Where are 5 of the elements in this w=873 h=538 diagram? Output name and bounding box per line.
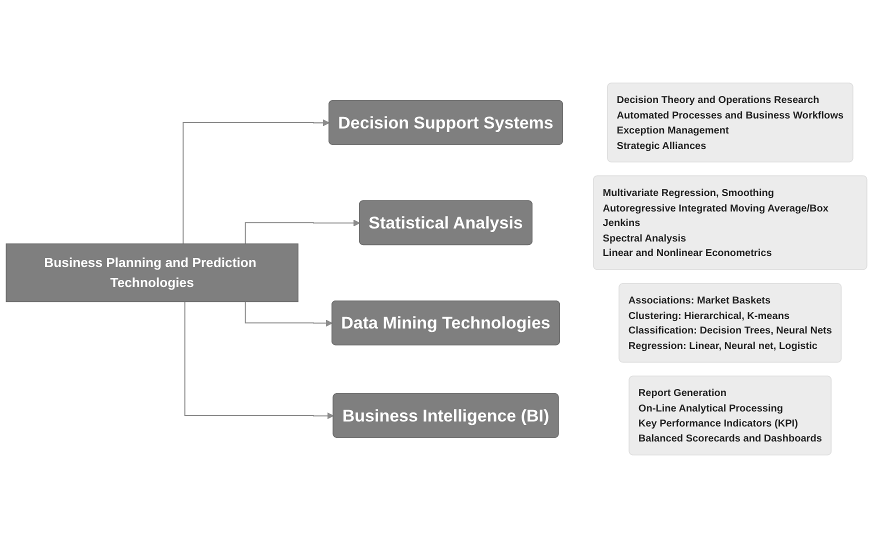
arrow (182, 119, 330, 244)
arrow (244, 302, 333, 327)
arrow (244, 220, 360, 244)
node-box: Business Planning and Prediction Technologies (6, 243, 298, 302)
arrow (184, 302, 334, 420)
